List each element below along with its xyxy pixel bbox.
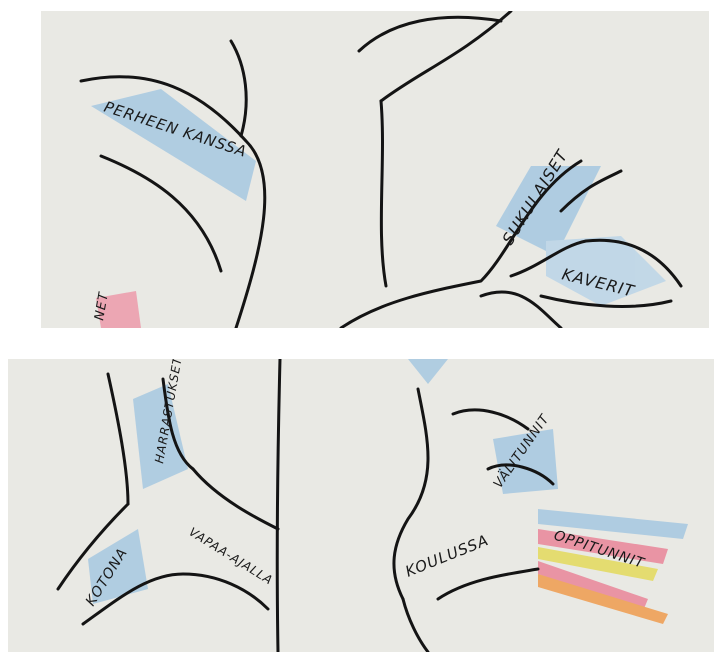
branch-breaks-top [453, 410, 528, 429]
label-vapaa-ajalla: VAPAA-AJALLA [186, 525, 275, 588]
trunk-right-left-edge [381, 101, 386, 286]
branch-top-curl [359, 17, 501, 51]
drawing-photo-top: PERHEEN KANSSA SUKULAISET KAVERIT NET [41, 11, 709, 328]
trunk-right-base [403, 599, 428, 652]
branch-left-twig [231, 41, 246, 136]
tree-sketch-bottom: HARRASTUKSET KOTONA VAPAA-AJALLA KOULUSS… [8, 359, 714, 652]
drawing-photo-bottom: HARRASTUKSET KOTONA VAPAA-AJALLA KOULUSS… [8, 359, 714, 652]
label-koulussa: KOULUSSA [403, 531, 492, 581]
blue-shading-top-edge [408, 359, 448, 384]
orange-stripe-lessons [538, 574, 668, 624]
branch-hobbies-left [108, 374, 128, 504]
branch-school-bottom [438, 569, 538, 599]
tree-sketch-top: PERHEEN KANSSA SUKULAISET KAVERIT NET [41, 11, 709, 328]
trunk-right-top [381, 11, 511, 101]
trunk-center [277, 359, 280, 652]
branch-leisure-top [193, 469, 278, 529]
